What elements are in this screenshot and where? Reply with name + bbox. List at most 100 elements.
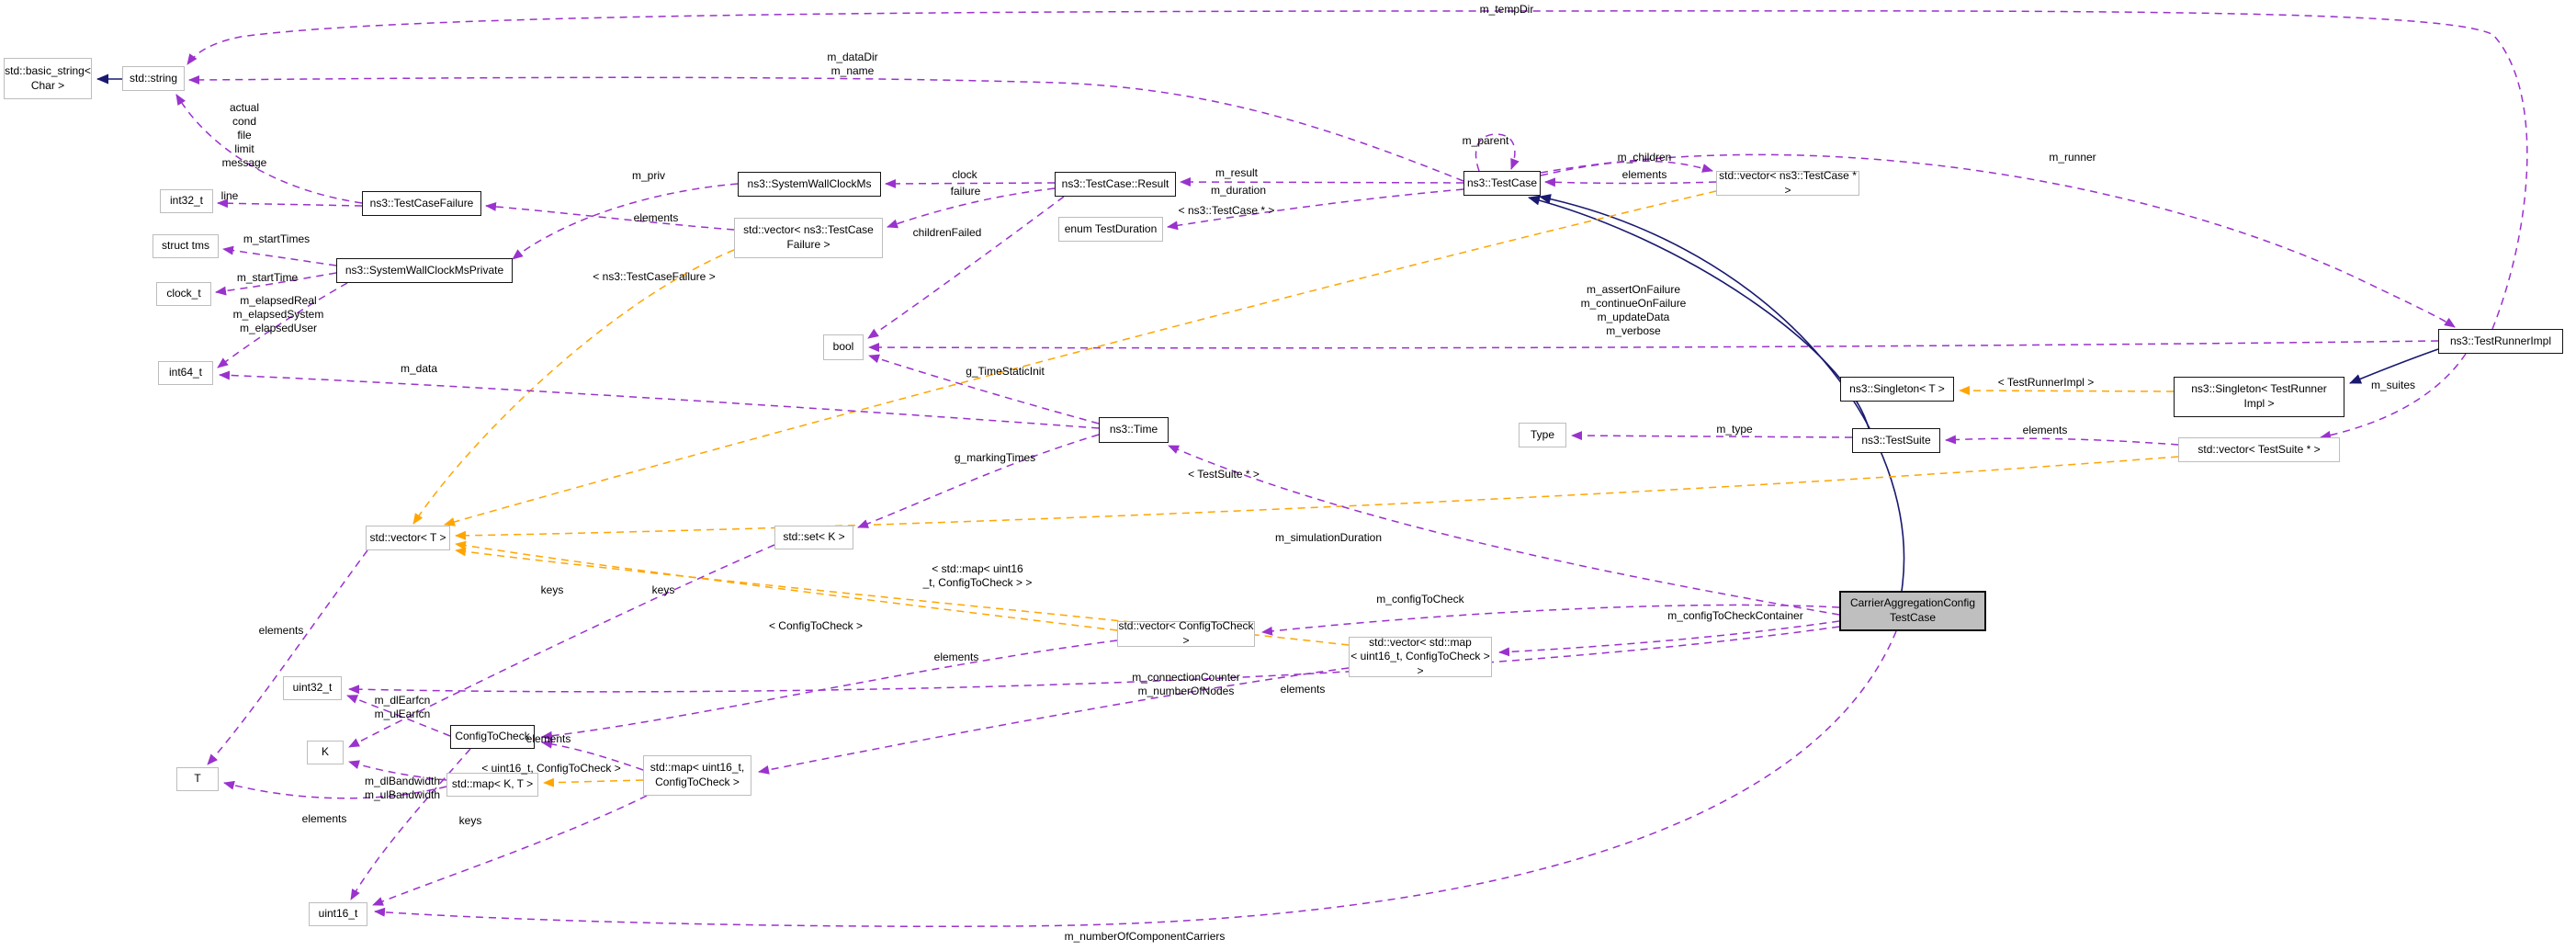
node-clock-t: clock_t — [156, 282, 211, 306]
node-config-to-check[interactable]: ConfigToCheck — [450, 725, 535, 749]
edge-label-elements-vec-t: elements — [258, 624, 304, 637]
edge-label-keys-a: keys — [540, 583, 564, 596]
node-ns3-test-case[interactable]: ns3::TestCase — [1463, 171, 1541, 196]
edge-elements-vec-map — [758, 667, 1350, 775]
edge-elements-vec-ctc — [541, 640, 1118, 741]
edge-label-failure: failure — [950, 185, 981, 198]
edge-label-elements-vec-map: elements — [1280, 683, 1326, 696]
node-k: K — [307, 741, 344, 764]
node-ns3-singleton-t[interactable]: ns3::Singleton< T > — [1840, 377, 1954, 402]
node-vector-t: std::vector< T > — [366, 526, 450, 550]
edge-label-m-result: m_result — [1215, 166, 1259, 179]
edge-label-m-configtocheckcontainer: m_configToCheckContainer — [1667, 609, 1803, 622]
node-vector-map-uint16-config-to-check: std::vector< std::map < uint16_t, Config… — [1349, 636, 1492, 677]
edge-label-m-data: m_data — [400, 362, 438, 375]
edge-label-tmpl-test-case-ptr: < ns3::TestCase * > — [1178, 204, 1275, 217]
node-map-k-t: std::map< K, T > — [446, 773, 538, 797]
edge-label-m-datadir-m-name: m_dataDir m_name — [827, 51, 878, 77]
node-ns3-test-runner-impl[interactable]: ns3::TestRunnerImpl — [2438, 329, 2563, 354]
edge-elements-vec-t — [207, 549, 368, 765]
edge-label-g-markingtimes: g_markingTimes — [954, 451, 1036, 464]
node-int64-t: int64_t — [158, 361, 213, 385]
node-ns3-time[interactable]: ns3::Time — [1099, 417, 1169, 443]
edge-label-m-connectioncounter: m_connectionCounter m_numberOfNodes — [1132, 671, 1240, 697]
edge-label-m-runner: m_runner — [2049, 151, 2096, 164]
edge-elements-vec-tcf — [485, 201, 735, 231]
edge-m-simulationduration — [1168, 445, 1840, 616]
edge-label-elements-vec-ctc: elements — [933, 651, 979, 663]
edge-label-m-simulationduration: m_simulationDuration — [1274, 531, 1383, 544]
edge-label-tcf-string-members: actual cond file limit message — [221, 101, 267, 169]
edge-m-dlbandwidth — [350, 748, 471, 900]
node-map-uint16-config-to-check: std::map< uint16_t, ConfigToCheck > — [643, 755, 751, 796]
edge-tmpl-map-uint16-configtocheck — [543, 777, 644, 787]
edge-m-data — [219, 370, 1100, 429]
node-t: T — [176, 767, 219, 791]
edge-m-tempdir — [186, 10, 2528, 330]
node-std-string: std::string — [122, 66, 185, 91]
node-ns3-test-suite[interactable]: ns3::TestSuite — [1852, 428, 1940, 453]
node-set-k: std::set< K > — [774, 526, 853, 549]
node-carrier-aggregation-config-test-case: CarrierAggregationConfig TestCase — [1839, 591, 1986, 631]
edge-tmpl-vector-testcasefailure — [412, 249, 735, 525]
edge-label-m-children: m_children — [1617, 151, 1672, 164]
node-ns3-test-case-failure[interactable]: ns3::TestCaseFailure — [362, 191, 481, 216]
node-enum-test-duration: enum TestDuration — [1058, 217, 1163, 242]
edge-m-starttimes — [222, 245, 337, 266]
node-ns3-system-wall-clock-ms[interactable]: ns3::SystemWallClockMs — [738, 172, 881, 197]
edge-m-connectioncounter — [348, 626, 1840, 695]
edge-label-clock: clock — [952, 168, 977, 181]
edge-label-m-starttimes: m_startTimes — [243, 232, 311, 245]
edge-label-m-dlbandwidth: m_dlBandwidth m_ulBandwidth — [364, 775, 441, 801]
node-type: Type — [1519, 423, 1566, 447]
edge-m-datadir-m-name — [188, 74, 1464, 182]
edge-label-m-starttime: m_startTime — [236, 271, 299, 284]
edge-label-childrenfailed: childrenFailed — [912, 226, 982, 239]
edge-m-priv — [512, 183, 739, 260]
edge-g-markingtimes — [857, 434, 1100, 528]
edge-clock — [885, 178, 1056, 188]
edge-keys-map-u16 — [372, 795, 648, 906]
node-vector-config-to-check: std::vector< ConfigToCheck > — [1117, 619, 1255, 647]
edge-label-tmpl-uint16-ctc: < uint16_t, ConfigToCheck > — [481, 762, 621, 775]
edge-label-keys-map-u16: keys — [458, 814, 482, 827]
edge-label-tri-bools: m_assertOnFailure m_continueOnFailure m_… — [1580, 283, 1687, 337]
edge-testsuite-inherits-testcase — [1528, 195, 1870, 429]
node-ns3-singleton-test-runner-impl[interactable]: ns3::Singleton< TestRunner Impl > — [2174, 377, 2344, 417]
edge-label-line: line — [220, 189, 239, 202]
edge-tri-bools — [868, 340, 2439, 353]
edge-label-m-type: m_type — [1716, 423, 1753, 436]
node-int32-t: int32_t — [160, 189, 213, 213]
edge-label-m-elapsed: m_elapsedReal m_elapsedSystem m_elapsedU… — [232, 294, 324, 334]
node-ns3-system-wall-clock-ms-private[interactable]: ns3::SystemWallClockMsPrivate — [336, 258, 513, 283]
edge-label-keys-b: keys — [651, 583, 675, 596]
node-bool: bool — [823, 334, 864, 360]
edge-label-elements-vec-tcf: elements — [633, 211, 679, 224]
edge-tmpl-vector-testsuiteptr — [455, 456, 2179, 540]
edge-label-tmpl-test-runner-impl: < TestRunnerImpl > — [1997, 376, 2095, 389]
edge-label-m-duration: m_duration — [1210, 184, 1267, 197]
edge-label-m-suites: m_suites — [2370, 379, 2416, 391]
edge-label-g-timestaticinit: g_TimeStaticInit — [966, 365, 1045, 378]
edge-label-m-priv: m_priv — [631, 169, 666, 182]
edge-childrenfailed — [867, 196, 1065, 339]
edge-elements-vec-ts — [1945, 435, 2179, 446]
node-uint16-t: uint16_t — [309, 902, 367, 926]
edge-label-elements-map-u16-ctc: elements — [525, 732, 571, 745]
edge-label-tmpl-config-to-check: < ConfigToCheck > — [768, 619, 864, 632]
node-vector-test-suite-ptr: std::vector< TestSuite * > — [2178, 437, 2340, 462]
edge-label-m-numberofcomponentcarriers: m_numberOfComponentCarriers — [1064, 930, 1226, 943]
node-struct-tms: struct tms — [153, 234, 219, 258]
node-ns3-test-case-result[interactable]: ns3::TestCase::Result — [1055, 172, 1176, 197]
edge-label-tmpl-map-uint16: < std::map< uint16 _t, ConfigToCheck > > — [922, 562, 1033, 589]
edge-label-elements-map-kt-t: elements — [301, 812, 347, 825]
edge-elements-vec-tc — [1544, 177, 1717, 187]
node-vector-test-case-ptr: std::vector< ns3::TestCase * > — [1716, 169, 1859, 197]
edge-label-m-tempdir: m_tempDir — [1479, 3, 1534, 16]
edge-label-tmpl-test-suite-ptr: < TestSuite * > — [1188, 468, 1260, 481]
edge-label-tmpl-test-case-failure: < ns3::TestCaseFailure > — [593, 270, 716, 283]
node-vector-test-case-failure: std::vector< ns3::TestCase Failure > — [734, 218, 883, 258]
edge-label-elements-vec-ts: elements — [2022, 424, 2068, 436]
